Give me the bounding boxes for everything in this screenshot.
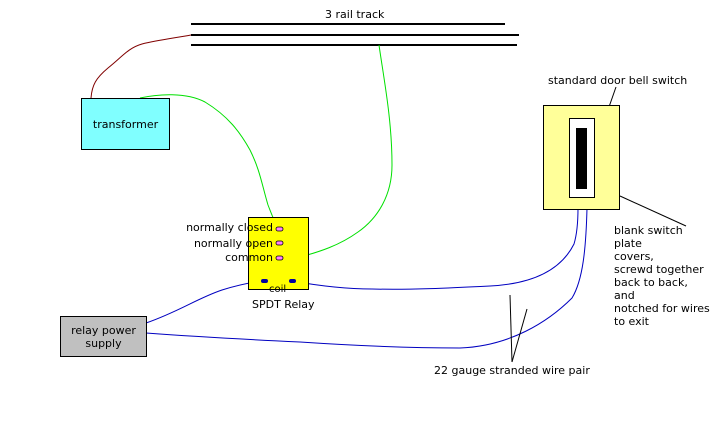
plate-pointer [619,195,687,227]
relay-common-label: common [225,251,273,264]
transformer-label: transformer [92,117,159,131]
relay-no-label: normally open [193,237,273,250]
coil-contact-right [289,279,296,283]
power-supply-box [60,316,147,357]
relay-name-label: SPDT Relay [252,298,315,311]
wire-pointer-right [511,308,528,363]
blue-wire-supply-switch [145,207,588,349]
plate-note-label: blank switch plate covers, screwd togeth… [614,224,710,328]
transformer-box [81,98,170,150]
green-wire-transformer [139,94,281,230]
track-label: 3 rail track [325,8,385,21]
relay-nc-label: normally closed [186,221,273,234]
relay-coil-label: coil [269,284,287,295]
green-wire-track [295,44,393,259]
wire-note-label: 22 gauge stranded wire pair [434,364,590,377]
blue-wire-relay-switch [291,207,579,290]
relay-contact-nc [275,226,284,232]
relay-contact-no [275,240,284,246]
power-supply-label: relay power supply [71,323,136,350]
coil-contact-left [261,279,268,283]
blue-wire-supply-relay [145,280,266,324]
doorbell-switch-label: standard door bell switch [548,74,688,87]
wire-pointer-left [509,294,513,363]
brown-wire [90,34,192,99]
relay-contact-common [275,255,284,261]
switch-lever [576,128,587,189]
